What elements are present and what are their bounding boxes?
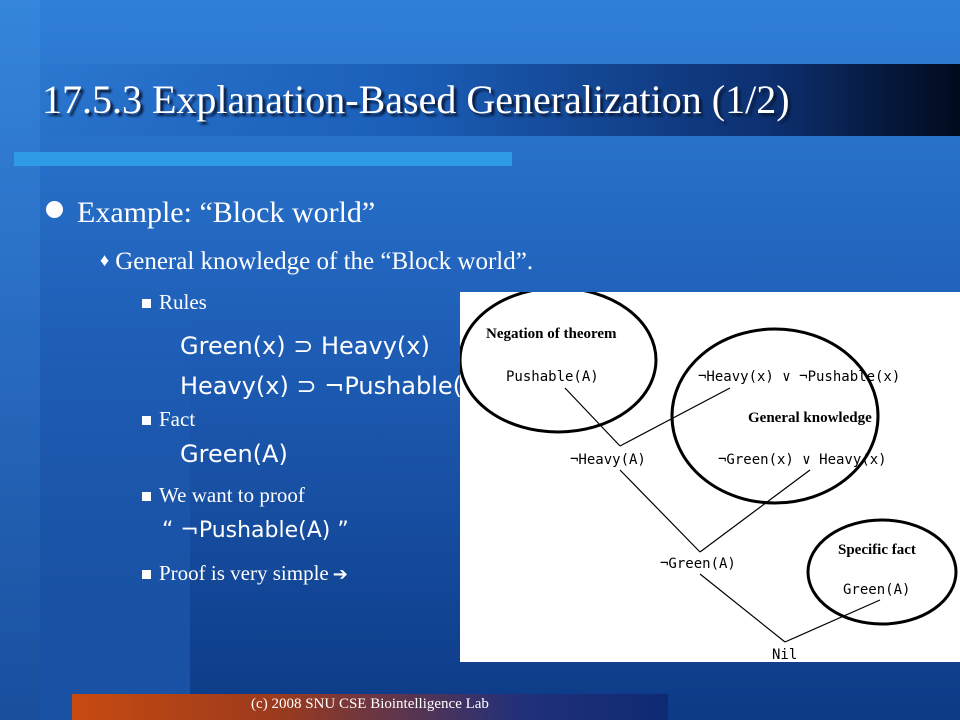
node-green-a: Green(A): [843, 582, 910, 598]
slide-title: 17.5.3 Explanation-Based Generalization …: [42, 77, 790, 122]
background-mid-band: [40, 300, 190, 720]
item-proof-text: Proof is very simple: [159, 561, 329, 585]
resolution-diagram-svg: Negation of theorem General knowledge Sp…: [458, 286, 958, 663]
rule-formula-1: Green(x) ⊃ Heavy(x): [180, 332, 430, 360]
specific-fact-ellipse: [806, 518, 958, 626]
item-want: We want to proof: [142, 483, 305, 508]
bullet-example-text: Example: “Block world”: [77, 196, 376, 229]
rule-formula-2: Heavy(x) ⊃ ¬Pushable(x): [180, 372, 486, 400]
square-bullet-icon: [142, 570, 151, 579]
general-knowledge-label: General knowledge: [748, 410, 872, 426]
node-not-heavy-a: ¬Heavy(A): [570, 452, 646, 468]
negation-ellipse: [458, 286, 658, 434]
negation-of-theorem-label: Negation of theorem: [486, 326, 617, 342]
edge-heavy-to-green: [619, 469, 701, 553]
item-fact-text: Fact: [159, 407, 196, 431]
diamond-bullet-icon: ♦: [100, 250, 110, 270]
item-rules-text: Rules: [159, 290, 207, 314]
node-not-green-a: ¬Green(A): [660, 556, 736, 572]
node-pushable-a: Pushable(A): [506, 369, 599, 385]
square-bullet-icon: [142, 492, 151, 501]
edge-clause1-to-heavy: [619, 387, 731, 447]
round-bullet-icon: [46, 201, 63, 218]
bullet-example: Example: “Block world”: [46, 196, 375, 230]
want-formula: “ ¬Pushable(A) ”: [162, 518, 349, 543]
footer-text: (c) 2008 SNU CSE Biointelligence Lab: [251, 696, 489, 712]
node-clause-general-1: ¬Heavy(x) ∨ ¬Pushable(x): [698, 369, 900, 385]
edge-green-to-nil: [699, 573, 786, 643]
edge-clause2-to-green: [699, 469, 811, 553]
item-want-text: We want to proof: [159, 483, 305, 507]
item-rules: Rules: [142, 290, 207, 315]
item-fact: Fact: [142, 407, 195, 432]
node-clause-general-2: ¬Green(x) ∨ Heavy(x): [718, 452, 887, 468]
square-bullet-icon: [142, 299, 151, 308]
fact-formula: Green(A): [180, 440, 288, 468]
right-arrow-icon: ➔: [332, 564, 348, 585]
item-proof: Proof is very simple➔: [142, 561, 348, 586]
square-bullet-icon: [142, 416, 151, 425]
edge-fact-to-nil: [784, 599, 881, 643]
title-accent-line: [14, 152, 512, 166]
edge-pushable-to-heavy: [564, 387, 621, 447]
bullet-general-knowledge: ♦General knowledge of the “Block world”.: [100, 248, 533, 276]
specific-fact-label: Specific fact: [838, 542, 916, 558]
resolution-diagram: Negation of theorem General knowledge Sp…: [458, 286, 960, 663]
footer-bar: (c) 2008 SNU CSE Biointelligence Lab: [72, 694, 668, 720]
node-nil: Nil: [772, 647, 797, 662]
title-bar: [30, 64, 960, 136]
general-knowledge-ellipse: [670, 327, 880, 505]
bullet-general-knowledge-text: General knowledge of the “Block world”.: [115, 248, 534, 275]
